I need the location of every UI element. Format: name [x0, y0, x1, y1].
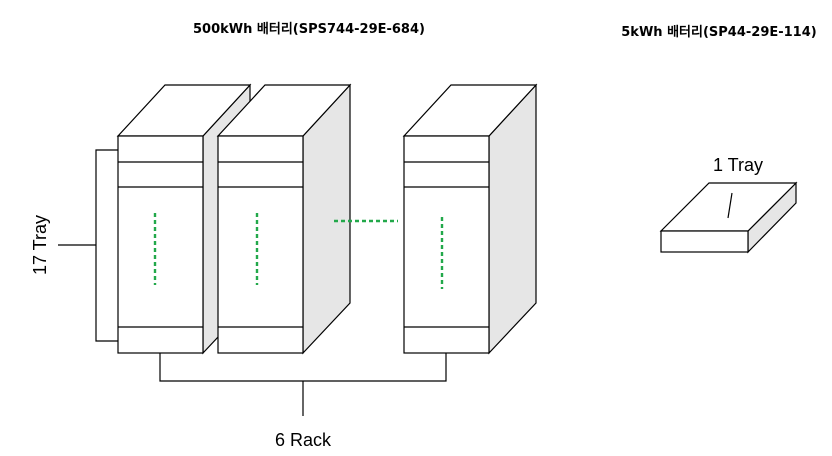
- tray-count-label: 17 Tray: [30, 215, 50, 275]
- large-battery-title: 500kWh 배터리(SPS744-29E-684): [193, 21, 425, 37]
- tray-marker: [727, 192, 733, 219]
- tray-bracket: [58, 149, 118, 342]
- rack-count-label: 6 Rack: [275, 430, 332, 450]
- single-tray-label: 1 Tray: [713, 155, 763, 175]
- rack-bracket: [159, 353, 447, 416]
- rack-2: [216, 83, 352, 355]
- single-tray: [659, 181, 798, 254]
- small-battery-title: 5kWh 배터리(SP44-29E-114): [621, 24, 816, 40]
- rack-last: [402, 83, 538, 355]
